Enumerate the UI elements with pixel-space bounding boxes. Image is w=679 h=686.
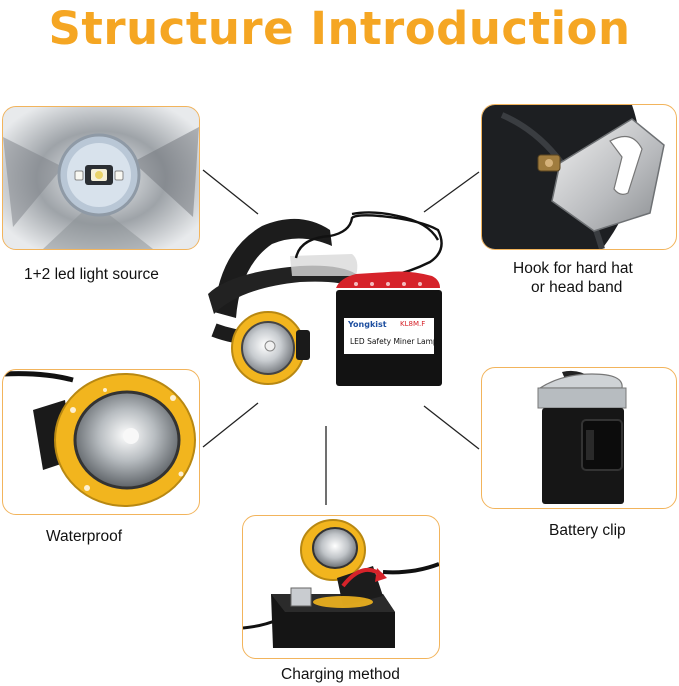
- page-title: Structure Introduction: [48, 2, 631, 55]
- waterproof-panel: [2, 369, 200, 515]
- led-light-source-panel: [2, 106, 200, 250]
- battery-model-label: KL8M.F: [400, 320, 426, 328]
- hook-panel: [481, 104, 677, 250]
- battery-product-name-label: LED Safety Miner Lamp: [350, 337, 438, 346]
- charging-method-caption: Charging method: [281, 666, 400, 683]
- battery-clip-image: [537, 370, 627, 504]
- hook-caption-line2: or head band: [531, 279, 623, 296]
- led-caption: 1+2 led light source: [24, 266, 159, 283]
- battery-brand-label: Yongkist: [348, 320, 387, 329]
- hook-caption-line1: Hook for hard hat: [513, 260, 633, 277]
- waterproof-lamp-image: [3, 371, 196, 507]
- battery-clip-panel: [481, 367, 677, 509]
- charging-image: [243, 519, 439, 648]
- hook-image: [482, 105, 665, 249]
- charging-method-panel: [242, 515, 440, 659]
- battery-clip-caption: Battery clip: [549, 522, 626, 539]
- waterproof-caption: Waterproof: [46, 528, 123, 545]
- led-reflector-image: [3, 107, 199, 249]
